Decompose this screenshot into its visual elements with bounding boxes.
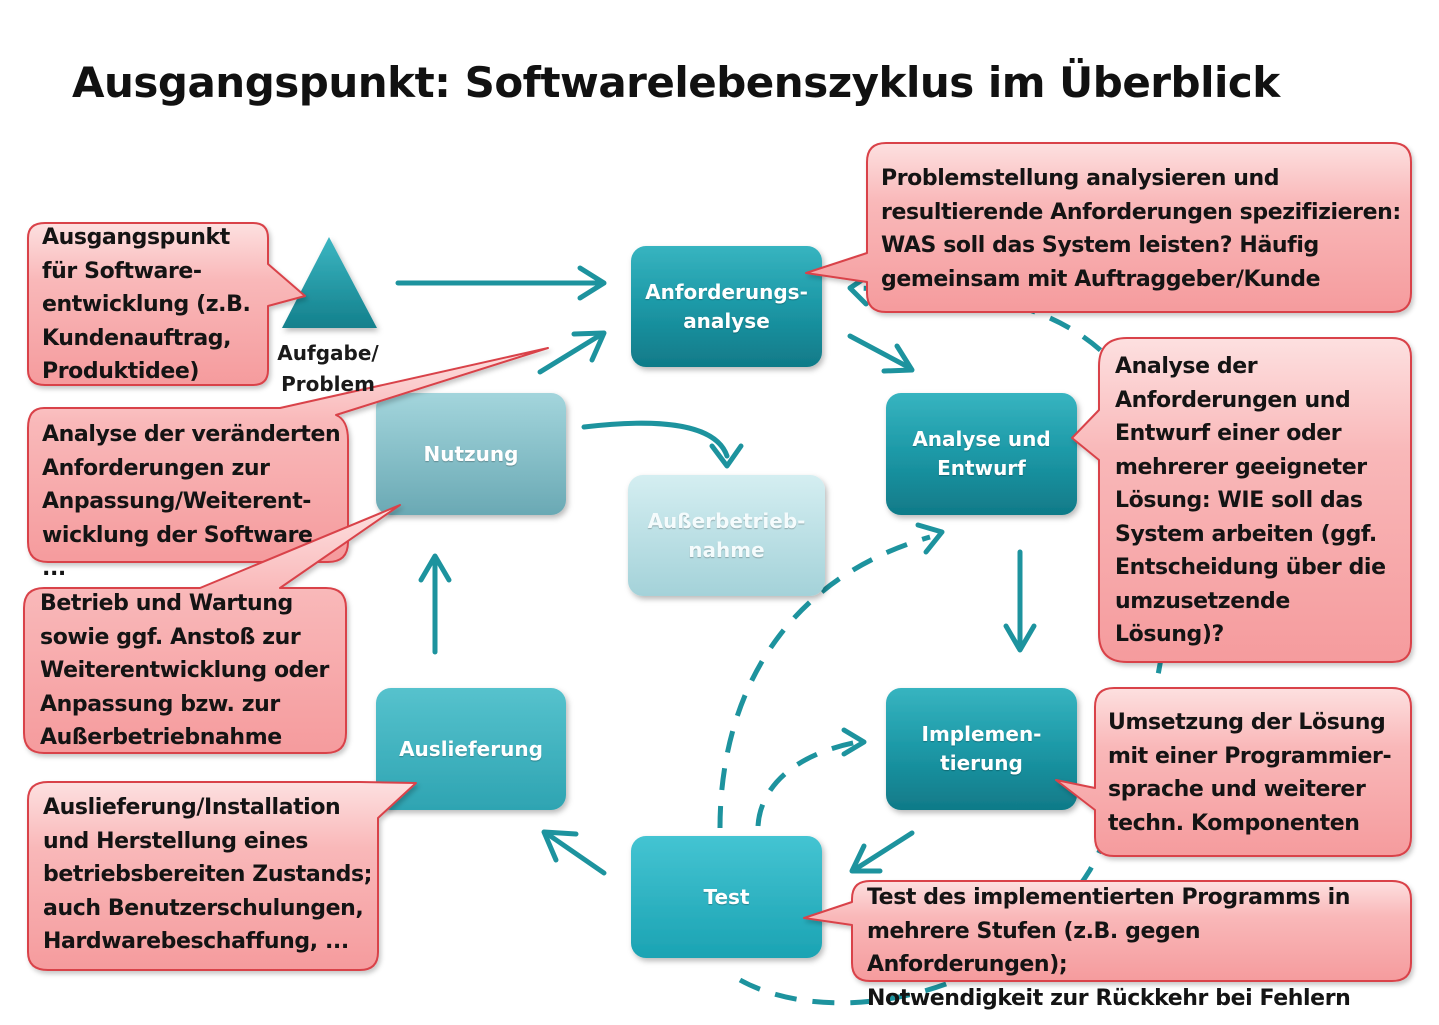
start-label-line2: Problem xyxy=(281,372,375,396)
page-title: Ausgangspunkt: Softwarelebenszyklus im Ü… xyxy=(72,58,1280,107)
callout-weiterentwicklung xyxy=(27,347,549,563)
callout-ausgangspunkt-line: entwicklung (z.B. xyxy=(42,292,251,317)
callout-betrieb-line: Anpassung bzw. zur xyxy=(40,691,280,717)
callout-anforderungen-line: gemeinsam mit Auftraggeber/Kunde xyxy=(881,266,1321,292)
callout-anforderungen-line: resultierende Anforderungen spezifiziere… xyxy=(881,199,1401,225)
node-analyse-entwurf-label: Analyse und Entwurf xyxy=(886,393,1077,515)
node-anforderungsanalyse-label: Anforderungs- analyse xyxy=(631,246,822,367)
callout-betrieb-line: Außerbetriebnahme xyxy=(40,725,282,750)
arrow-anforderung-to-entwurf xyxy=(847,333,915,374)
callout-auslieferung-line: Hardwarebeschaffung, ... xyxy=(43,929,349,954)
callout-entwurf-line: System arbeiten (ggf. xyxy=(1115,521,1377,547)
node-anforderungsanalyse xyxy=(631,246,822,367)
node-implementierung-label: Implemen- tierung xyxy=(886,688,1077,810)
node-analyse-entwurf-line2: Entwurf xyxy=(937,456,1026,480)
callout-entwurf-line: Lösung: WIE soll das xyxy=(1115,488,1363,513)
node-analyse-entwurf-line1: Analyse und xyxy=(912,427,1051,451)
callout-entwurf xyxy=(1071,337,1412,663)
callout-umsetzung-line: Umsetzung der Lösung xyxy=(1108,710,1386,735)
callout-test-line: Test des implementierten Programms in xyxy=(867,885,1351,910)
callout-ausgangspunkt-line: Produktidee) xyxy=(42,359,200,384)
callout-test xyxy=(803,880,1412,982)
callout-entwurf-line: mehrerer geeigneter xyxy=(1115,454,1367,480)
callout-umsetzung-line: mit einer Programmier- xyxy=(1108,743,1392,769)
node-nutzung xyxy=(376,393,566,515)
callout-entwurf-line: umzusetzende xyxy=(1115,588,1290,614)
arrow-nutzung-to-ausserbetriebnahme xyxy=(581,420,744,469)
node-implementierung-line2: tierung xyxy=(940,751,1023,775)
callout-betrieb-line: sowie ggf. Anstoß zur xyxy=(40,624,301,650)
node-test xyxy=(631,836,822,958)
callout-entwurf-line: Entwurf einer oder xyxy=(1115,421,1342,446)
callout-betrieb-text: Betrieb und Wartung sowie ggf. Anstoß zu… xyxy=(40,587,340,755)
callout-test-text: Test des implementierten Programms in me… xyxy=(867,881,1407,1015)
callout-auslieferung-line: und Herstellung eines xyxy=(43,828,308,854)
node-ausserbetriebnahme-line2: nahme xyxy=(688,537,765,562)
node-implementierung-line1: Implemen- xyxy=(921,722,1042,746)
callout-entwurf-line: Anforderungen und xyxy=(1115,387,1351,413)
callout-umsetzung-text: Umsetzung der Lösung mit einer Programmi… xyxy=(1108,706,1406,840)
node-anforderungsanalyse-line2: analyse xyxy=(683,308,770,333)
node-auslieferung xyxy=(376,688,566,810)
callout-auslieferung-line: Auslieferung/Installation xyxy=(43,795,341,820)
start-label-line1: Aufgabe/ xyxy=(277,341,379,365)
callout-anforderungen-line: Problemstellung analysieren und xyxy=(881,166,1280,191)
callout-auslieferung xyxy=(27,781,417,971)
arrow-implementierung-to-test xyxy=(849,830,915,874)
node-analyse-entwurf xyxy=(886,393,1077,515)
callout-ausgangspunkt-line: Kundenauftrag, xyxy=(42,325,232,351)
callout-betrieb xyxy=(23,504,401,754)
arrow-test-to-auslieferung xyxy=(541,829,607,876)
callout-weiterentwicklung-text: Analyse der veränderten Anforderungen zu… xyxy=(42,418,342,586)
callout-entwurf-line: Entscheidung über die xyxy=(1115,555,1386,580)
callout-ausgangspunkt-line: Ausgangspunkt xyxy=(42,225,230,250)
arrow-auslieferung-to-nutzung xyxy=(418,553,452,655)
arrow-entwurf-to-implementierung xyxy=(1003,549,1037,653)
callout-anforderungen-text: Problemstellung analysieren und resultie… xyxy=(881,162,1401,296)
arrow-nutzung-to-anforderung xyxy=(537,330,607,375)
callout-auslieferung-text: Auslieferung/Installation und Herstellun… xyxy=(43,791,373,959)
node-implementierung xyxy=(886,688,1077,810)
node-anforderungsanalyse-line1: Anforderungs- xyxy=(645,279,808,304)
arrow-start-to-anforderung xyxy=(395,265,607,301)
callout-auslieferung-line: auch Benutzerschulungen, xyxy=(43,895,364,921)
callout-weiterentwicklung-line: Analyse der veränderten xyxy=(42,422,341,447)
callout-betrieb-line: Betrieb und Wartung xyxy=(40,591,293,616)
callout-weiterentwicklung-line: Anforderungen zur xyxy=(42,455,270,481)
node-auslieferung-label: Auslieferung xyxy=(376,688,566,810)
node-nutzung-label: Nutzung xyxy=(376,393,566,515)
callout-ausgangspunkt xyxy=(27,222,306,386)
callout-entwurf-line: Lösung)? xyxy=(1115,622,1224,647)
callout-test-line: mehrere Stufen (z.B. gegen Anforderungen… xyxy=(867,918,1201,978)
node-ausserbetriebnahme-label: Außerbetrieb- nahme xyxy=(628,475,825,596)
callout-umsetzung xyxy=(1055,687,1412,857)
callout-weiterentwicklung-line: wicklung der Software ... xyxy=(42,522,313,582)
callout-test-line: Notwendigkeit zur Rückkehr bei Fehlern xyxy=(867,985,1351,1011)
callout-entwurf-text: Analyse der Anforderungen und Entwurf ei… xyxy=(1115,350,1405,652)
feedback-arrow-test-to-implementierung xyxy=(755,739,859,827)
node-test-line1: Test xyxy=(703,884,750,909)
node-ausserbetriebnahme xyxy=(628,475,825,596)
callout-umsetzung-line: sprache und weiterer xyxy=(1108,777,1366,802)
callout-anforderungen xyxy=(805,142,1412,313)
callout-weiterentwicklung-line: Anpassung/Weiterent- xyxy=(42,489,312,514)
callout-betrieb-line: Weiterentwicklung oder xyxy=(40,658,329,683)
callout-umsetzung-line: techn. Komponenten xyxy=(1108,810,1360,836)
node-ausserbetriebnahme-line1: Außerbetrieb- xyxy=(647,508,806,533)
callout-auslieferung-line: betriebsbereiten Zustands; xyxy=(43,862,373,887)
node-nutzung-line1: Nutzung xyxy=(423,441,519,466)
start-label: Aufgabe/ Problem xyxy=(266,338,390,400)
node-test-label: Test xyxy=(631,836,822,958)
callout-ausgangspunkt-line: für Software- xyxy=(42,258,202,284)
triangle-icon xyxy=(282,237,377,328)
callout-ausgangspunkt-text: Ausgangspunkt für Software- entwicklung … xyxy=(42,221,268,389)
feedback-arrow-test-to-entwurf xyxy=(717,534,931,829)
callout-entwurf-line: Analyse der xyxy=(1115,354,1258,379)
node-auslieferung-line1: Auslieferung xyxy=(399,736,543,761)
callout-anforderungen-line: WAS soll das System leisten? Häufig xyxy=(881,233,1319,258)
